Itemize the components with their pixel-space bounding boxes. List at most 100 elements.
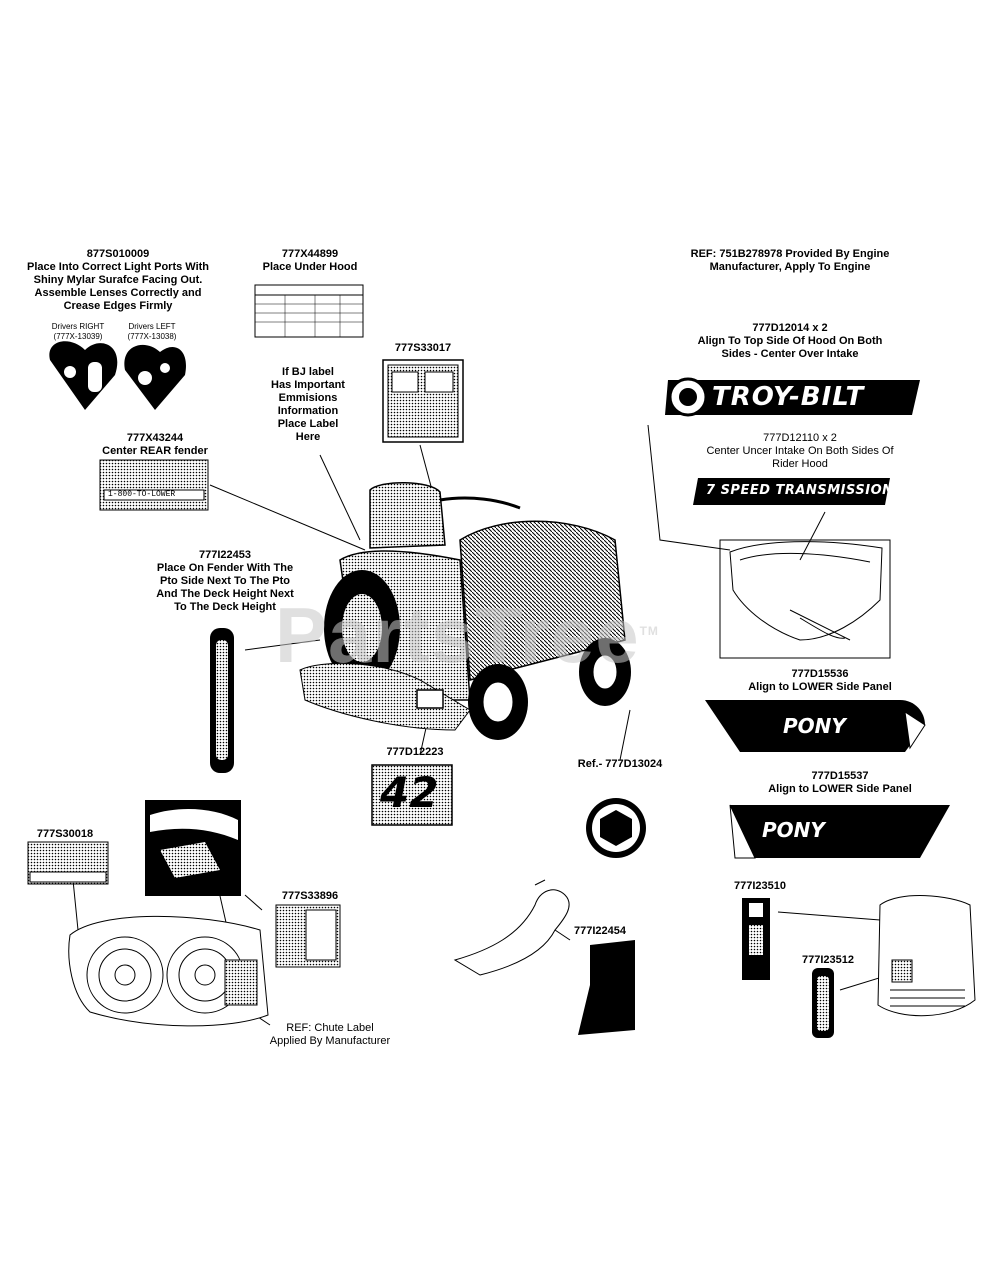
callout-text-line: Assemble Lenses Correctly and [34, 287, 202, 299]
callout-text-line: To The Deck Height [174, 601, 276, 613]
emissions-label-drawing [382, 359, 464, 443]
callout-ref: (777X-13039) [53, 332, 103, 341]
callout-text-line: Emmisions [278, 392, 338, 404]
callout-text-line: REF: Chute Label [286, 1022, 374, 1034]
callout-text-line: And The Deck Height Next [156, 588, 294, 600]
hood-label-drawing [254, 284, 364, 338]
pto-fender-decal-drawing [210, 628, 234, 773]
callout-part-number: Ref.- 777D13024 [577, 758, 663, 770]
callout-rear-fender: 777X43244 Center REAR fender [80, 432, 230, 458]
callout-part-number: 777S33896 [281, 890, 339, 902]
callout-drivers-left: Drivers LEFT (777X-13038) [112, 322, 192, 342]
callout-text-line: Rider Hood [772, 458, 828, 470]
callout-part-number: 777D15537 [811, 770, 869, 782]
pony-decal-1-drawing [705, 700, 926, 752]
deck-number-text: 42 [380, 768, 439, 817]
callout-pedal: 777I22454 [555, 925, 645, 938]
callout-drivers-right: Drivers RIGHT (777X-13039) [38, 322, 118, 342]
tractor-drawing [299, 482, 631, 740]
callout-text-line: Information [277, 405, 339, 417]
callout-bj-label: If BJ label Has Important Emmisions Info… [258, 366, 358, 444]
pedal-decal-drawing [578, 940, 635, 1035]
troy-bilt-brand-text: TROY-BILT [712, 382, 865, 412]
callout-dash-2: 777I23512 [788, 954, 868, 967]
chute-decal-drawing [275, 904, 341, 968]
transmission-decal-drawing [693, 478, 890, 505]
dash-decal-2-drawing [812, 968, 834, 1038]
callout-deck-size: 777D12223 [370, 746, 460, 759]
callout-text-line: REF: 751B278978 Provided By Engine [690, 248, 890, 260]
pony-text-1: PONY [783, 714, 846, 738]
chute-photo-drawing [145, 800, 241, 896]
callout-part-number: 777I22453 [199, 549, 251, 561]
callout-text-line: Manufacturer, Apply To Engine [709, 261, 871, 273]
callout-engine-ref: REF: 751B278978 Provided By Engine Manuf… [660, 248, 920, 274]
mower-deck-drawing [68, 915, 269, 1027]
callout-part-number: 777D15536 [791, 668, 849, 680]
callout-text-line: If BJ label [282, 366, 334, 378]
pedal-drawing [453, 879, 570, 976]
callout-text-line: Align to LOWER Side Panel [748, 681, 892, 693]
callout-text-line: Sides - Center Over Intake [721, 348, 859, 360]
callout-part-number: 777I22454 [574, 925, 626, 937]
dash-decal-1-drawing [742, 898, 770, 980]
rear-fender-label-drawing [99, 459, 209, 511]
callout-part-number: 777I23510 [734, 880, 786, 892]
callout-chute-ref: REF: Chute Label Applied By Manufacturer [255, 1022, 405, 1048]
callout-text-line: Align to LOWER Side Panel [768, 783, 912, 795]
callout-text-line: Has Important [271, 379, 345, 391]
callout-ref-hex: Ref.- 777D13024 [560, 758, 680, 771]
callout-part-number: 777S33017 [394, 342, 452, 354]
hood-drawing [719, 539, 891, 659]
callout-text-line: Center Uncer Intake On Both Sides Of [706, 445, 894, 457]
callout-part-number: 777D12014 x 2 [752, 322, 828, 334]
callout-text-line: Applied By Manufacturer [269, 1035, 391, 1047]
pony-text-2: PONY [762, 818, 825, 842]
callout-light-ports: 877S010009 Place Into Correct Light Port… [8, 248, 228, 313]
callout-text-line: Drivers LEFT [128, 322, 176, 331]
callout-dash-1: 777I23510 [720, 880, 800, 893]
callout-lower-panel-1: 777D15536 Align to LOWER Side Panel [720, 668, 920, 694]
callout-lower-panel-2: 777D15537 Align to LOWER Side Panel [740, 770, 940, 796]
callout-part-number: 777X43244 [126, 432, 184, 444]
deck-size-decal-drawing [371, 764, 453, 826]
phone-text: 1-800-TO-LOWER [108, 490, 176, 499]
callout-text-line: Here [295, 431, 321, 443]
callout-pto-fender: 777I22453 Place On Fender With The Pto S… [130, 549, 320, 614]
callout-text-line: Place Label [277, 418, 339, 430]
callout-part-number: 777D12223 [386, 746, 444, 758]
transmission-text: 7 SPEED TRANSMISSION [706, 483, 894, 498]
callout-text-line: Align To Top Side Of Hood On Both [697, 335, 883, 347]
callout-text-line: Place Under Hood [262, 261, 358, 273]
pony-decal-2-drawing [729, 804, 950, 859]
callout-top-hood: 777D12014 x 2 Align To Top Side Of Hood … [660, 322, 920, 361]
callout-text-line: Center REAR fender [102, 445, 208, 457]
callout-intake: 777D12110 x 2 Center Uncer Intake On Bot… [675, 432, 925, 471]
callout-part-number: 777S30018 [36, 828, 94, 840]
callout-chute-decal: 777S33896 [265, 890, 355, 903]
callout-text-line: Pto Side Next To The Pto [160, 575, 290, 587]
callout-deck-label: 777S30018 [25, 828, 105, 841]
callout-emissions-label: 777S33017 [370, 342, 476, 355]
callout-part-number: 777X44899 [281, 248, 339, 260]
troy-bilt-logo-drawing [665, 377, 920, 417]
callout-part-number: 777D12110 x 2 [763, 432, 837, 444]
hex-ref-drawing [586, 798, 646, 858]
callout-under-hood: 777X44899 Place Under Hood [245, 248, 375, 274]
dash-drawing [877, 895, 976, 1017]
callout-part-number: 777I23512 [802, 954, 854, 966]
lens-left-drawing [124, 344, 186, 410]
lens-right-drawing [49, 341, 118, 410]
callout-part-number: 877S010009 [86, 248, 150, 260]
watermark-tm: TM [639, 624, 659, 638]
callout-ref: (777X-13038) [127, 332, 177, 341]
callout-text-line: Place On Fender With The [156, 562, 294, 574]
deck-label-drawing [27, 841, 109, 885]
callout-text-line: Drivers RIGHT [51, 322, 105, 331]
callout-text-line: Crease Edges Firmly [63, 300, 173, 312]
callout-text-line: Place Into Correct Light Ports With [26, 261, 210, 273]
watermark: PartsTreeTM [275, 590, 659, 681]
callout-text-line: Shiny Mylar Surafce Facing Out. [33, 274, 203, 286]
pointer-lines [72, 424, 906, 1026]
